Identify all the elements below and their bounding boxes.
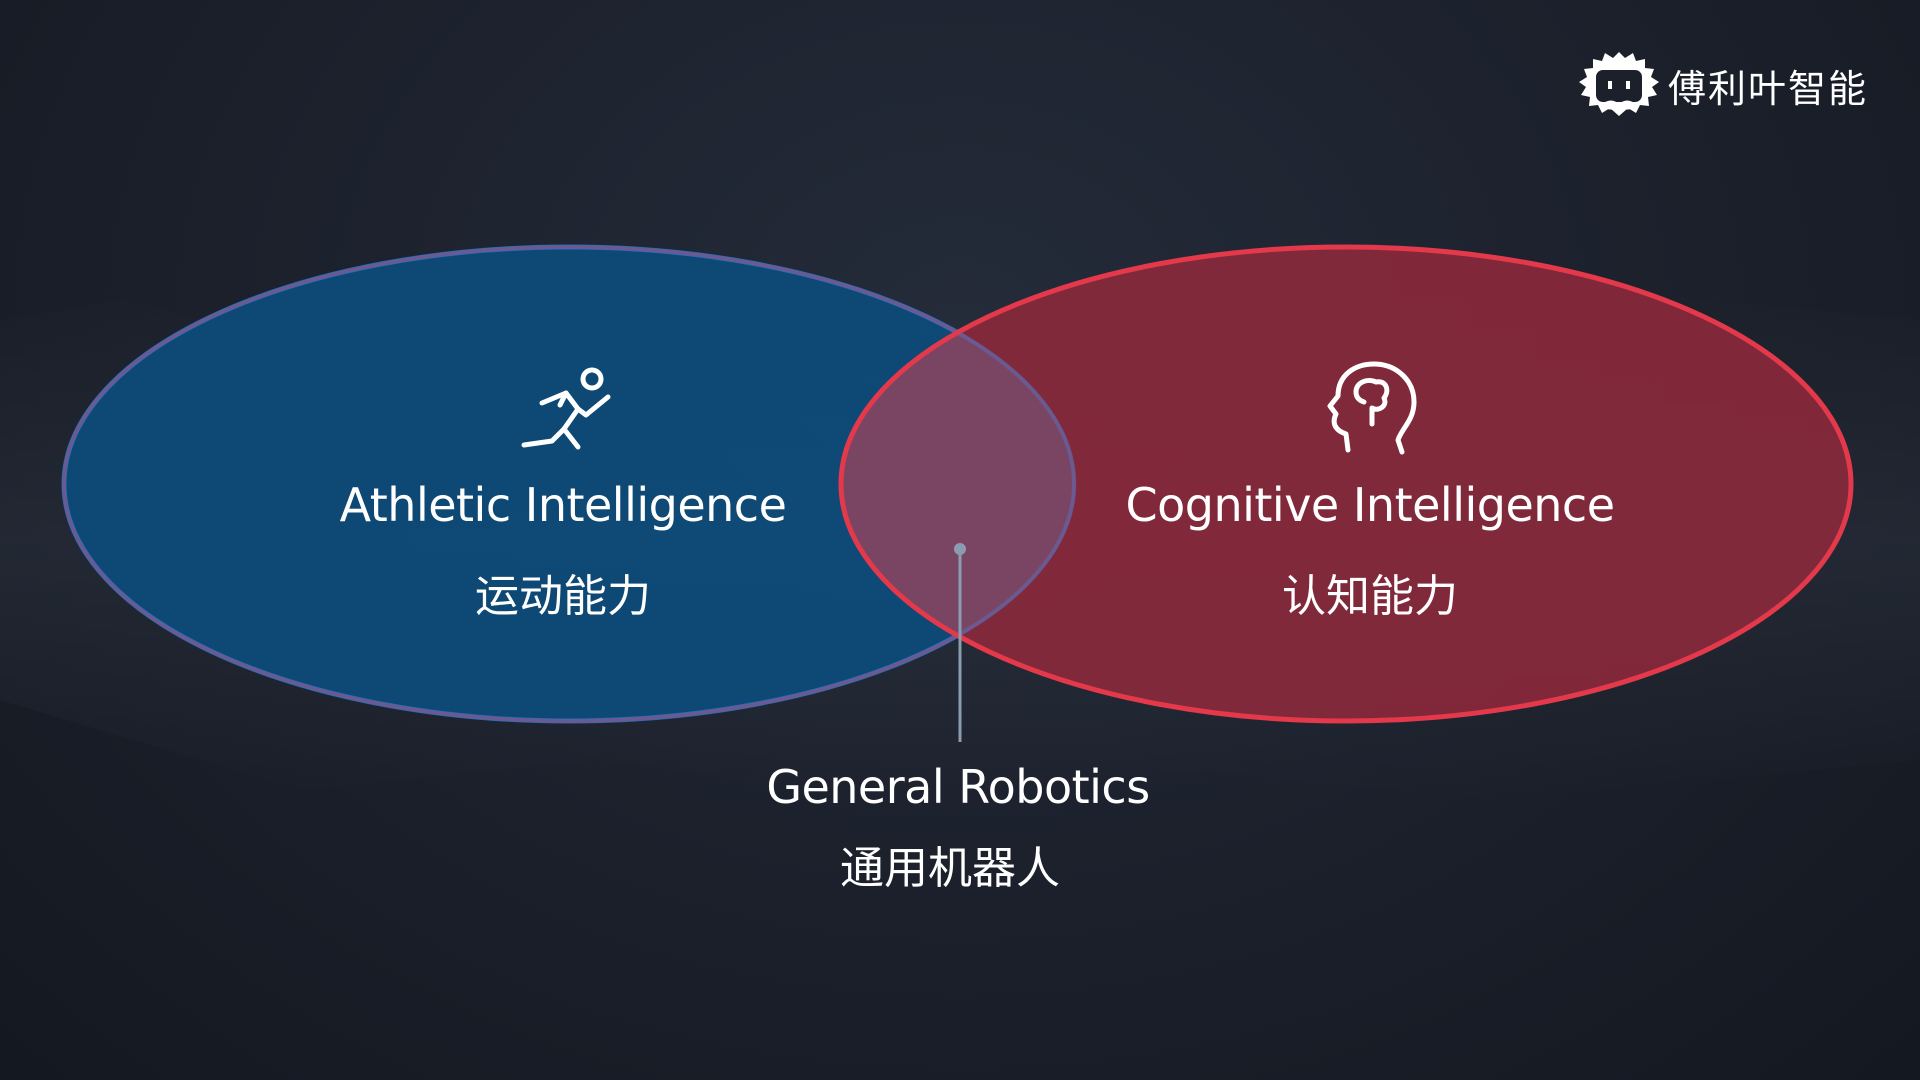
einstein-mascot-icon [1579,52,1659,116]
cognitive-circle-outline [838,244,1854,724]
cognitive-title: Cognitive Intelligence [1125,478,1615,532]
athletic-title: Athletic Intelligence [339,478,787,532]
company-name: 傅利叶智能 [1668,66,1869,111]
cognitive-circle [841,247,1851,721]
company-logo: 傅利叶智能 [1578,50,1868,120]
intersection-subtitle: 通用机器人 [840,843,1060,894]
connector-dot [954,543,966,555]
athletic-subtitle: 运动能力 [475,571,651,622]
runner-icon [521,367,611,450]
cognitive-subtitle: 认知能力 [1282,571,1458,622]
intersection-title: General Robotics [766,760,1150,814]
brain-head-icon [1327,361,1417,455]
